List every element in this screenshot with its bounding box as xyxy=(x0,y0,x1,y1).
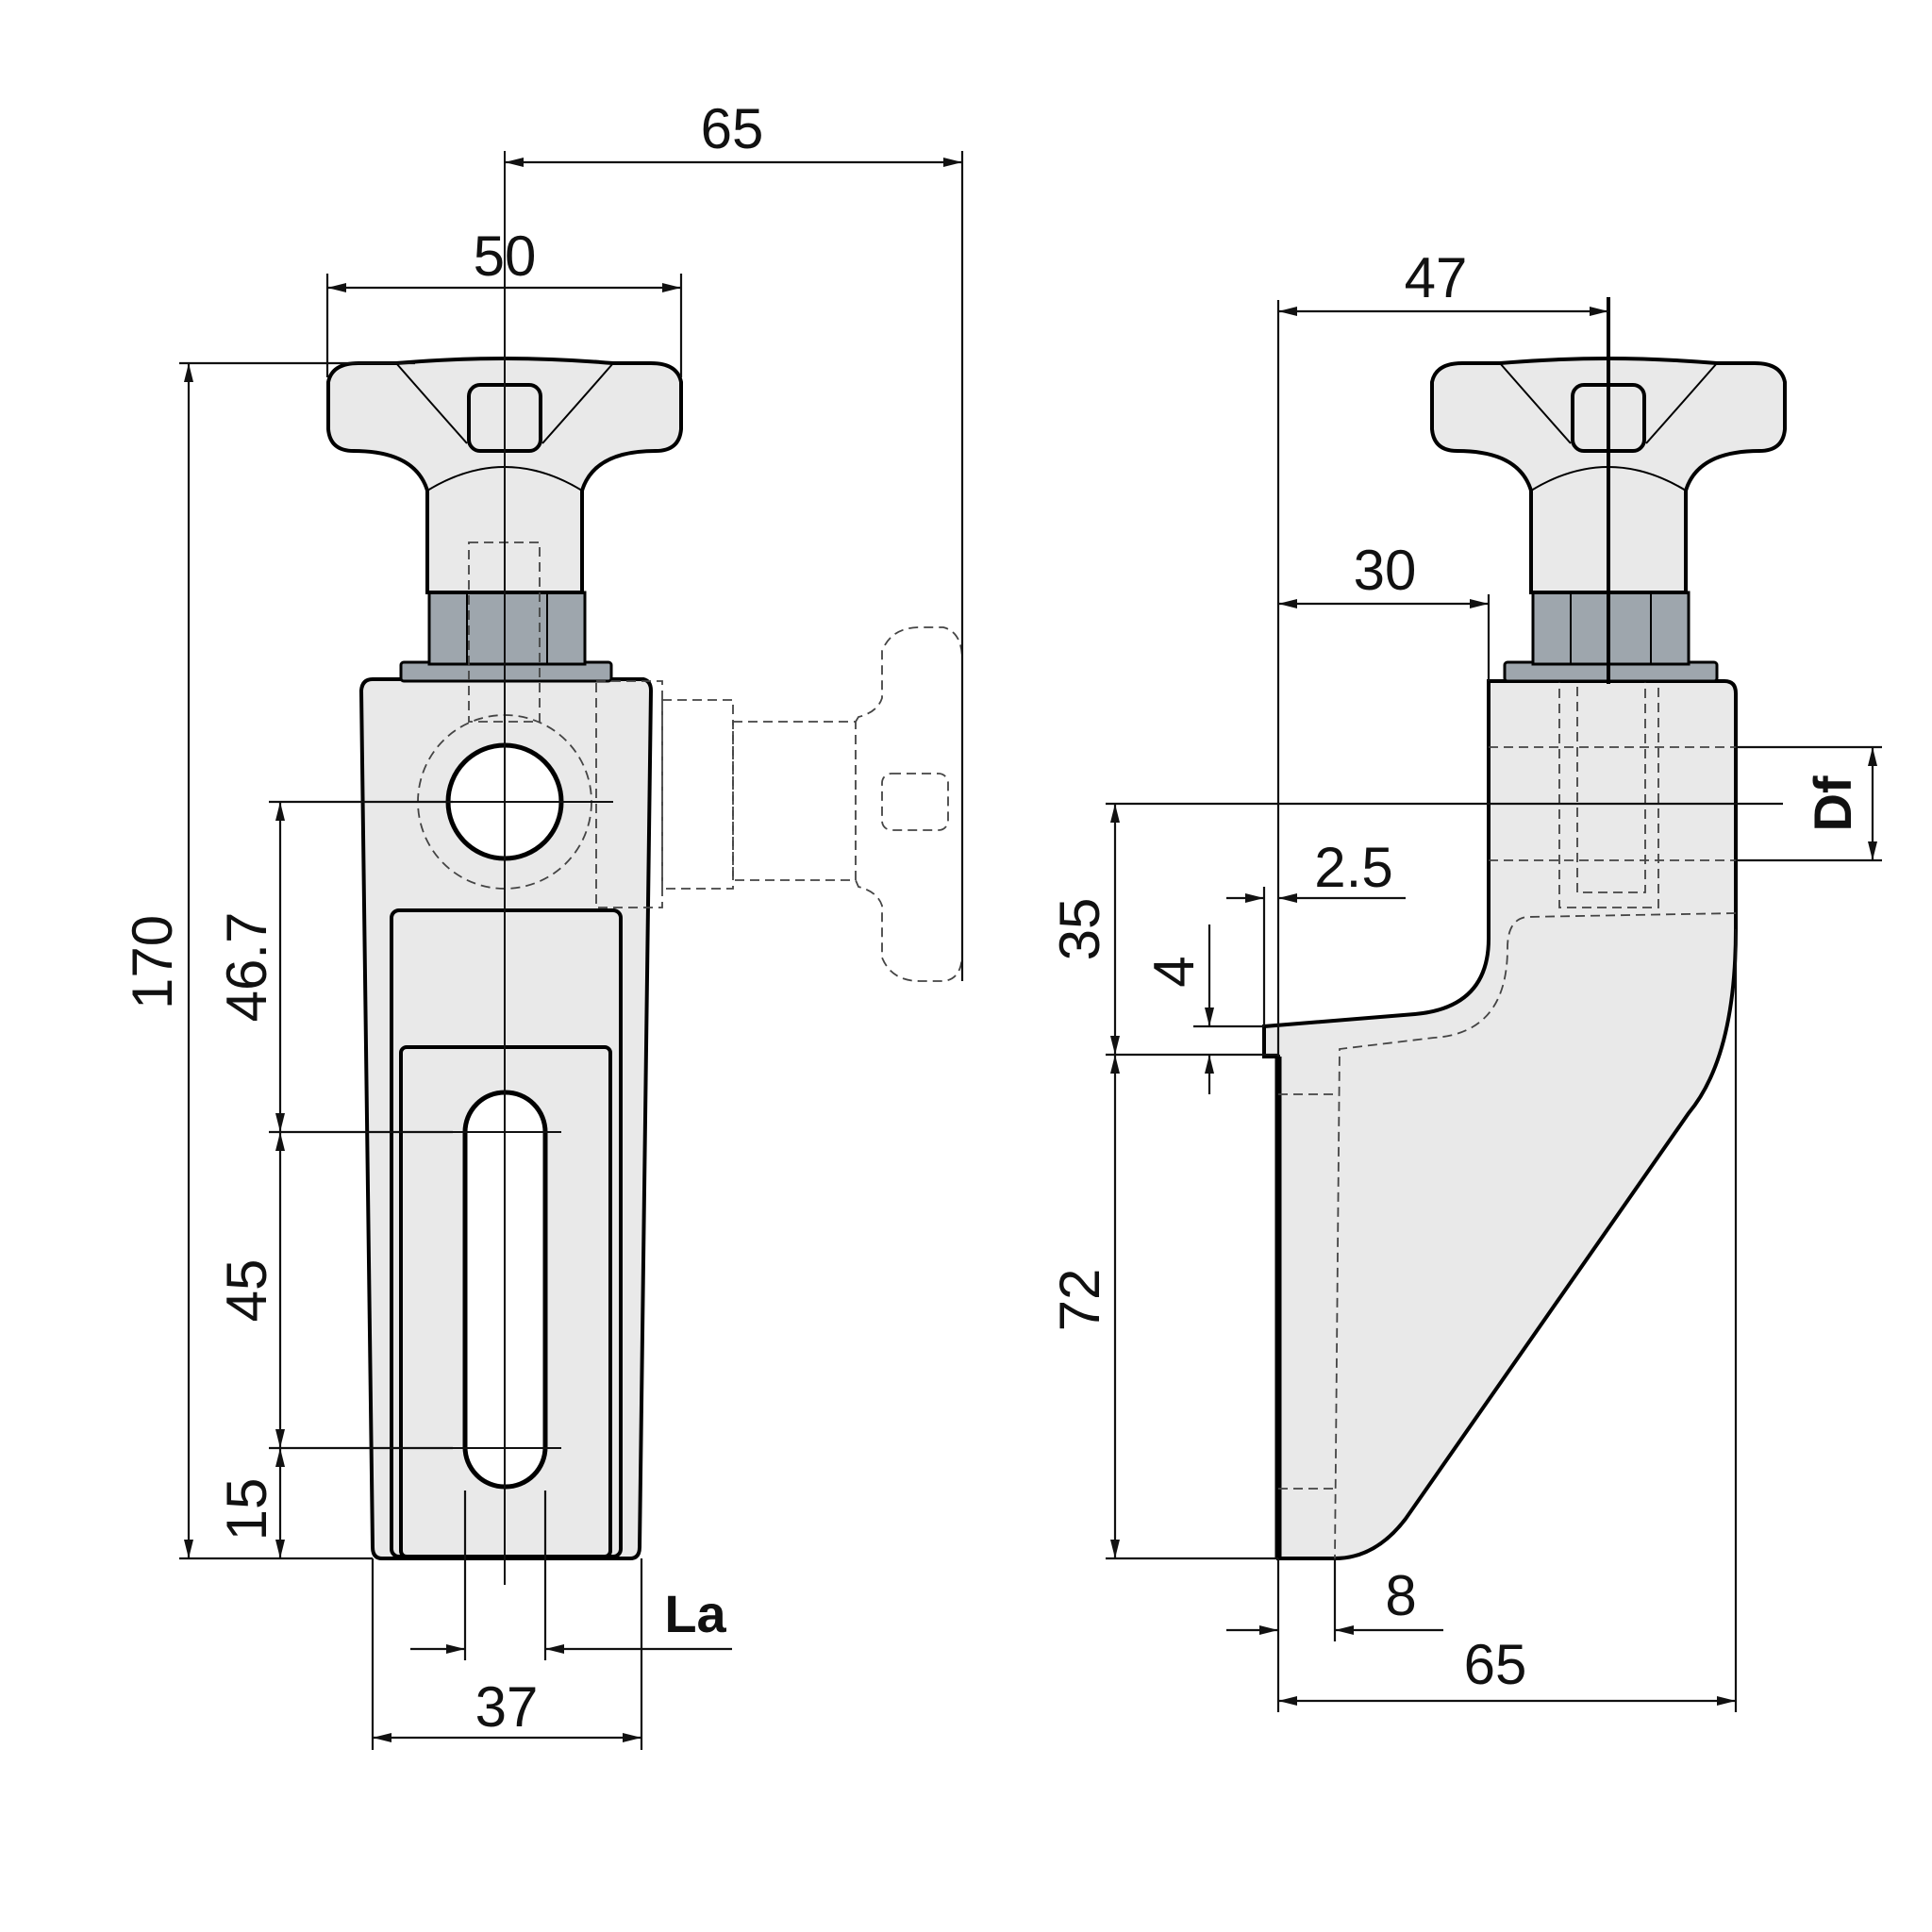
dim-upper-height: 35 xyxy=(1048,898,1111,961)
dim-bore-label: Df xyxy=(1803,775,1862,831)
dim-bottom-offset: 15 xyxy=(215,1478,278,1541)
dim-lower-height: 72 xyxy=(1048,1269,1111,1332)
dim-knob-offset: 47 xyxy=(1405,246,1468,309)
front-nut xyxy=(427,591,587,666)
front-view: 65 50 170 46.7 45 15 La 37 xyxy=(121,97,964,1750)
dim-wall-thickness: 8 xyxy=(1385,1564,1416,1627)
dim-base-depth: 65 xyxy=(1464,1633,1527,1696)
dim-hole-to-slot: 46.7 xyxy=(215,912,278,1023)
dim-total-height: 170 xyxy=(121,915,184,1009)
side-nut xyxy=(1531,591,1690,666)
dim-knob-width: 50 xyxy=(474,225,537,288)
side-view: 47 30 Df 2.5 4 35 72 8 xyxy=(1048,246,1882,1712)
dim-lip-height: 4 xyxy=(1142,956,1206,987)
dim-slot-length: 45 xyxy=(215,1259,278,1323)
phantom-knob xyxy=(595,626,963,982)
dim-lip-width: 2.5 xyxy=(1314,836,1392,899)
dim-top-width: 65 xyxy=(701,97,764,160)
dim-slot-width-label: La xyxy=(664,1584,726,1643)
side-body xyxy=(1262,679,1738,1560)
dim-step-offset: 30 xyxy=(1354,539,1417,602)
dim-base-width: 37 xyxy=(475,1675,539,1739)
